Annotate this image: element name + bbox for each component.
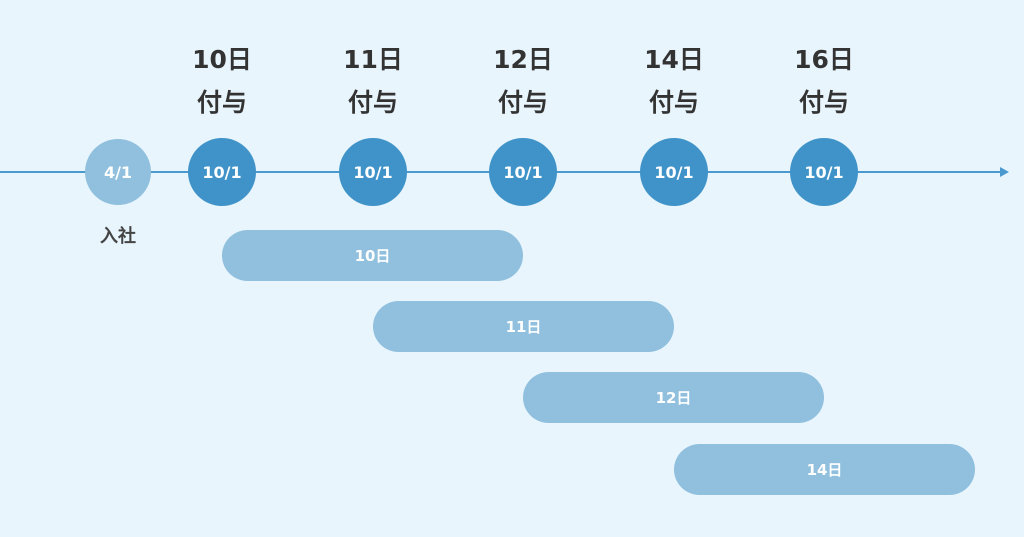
grant-heading: 14日付与: [644, 45, 704, 117]
validity-bar: 14日: [674, 444, 975, 495]
grant-date-node: 10/1: [489, 138, 557, 206]
grant-heading: 10日付与: [192, 45, 252, 117]
validity-bar: 12日: [523, 372, 824, 423]
grant-heading: 16日付与: [794, 45, 854, 117]
arrow-head-icon: [1000, 167, 1009, 177]
validity-bar: 11日: [373, 301, 674, 352]
grant-heading: 12日付与: [493, 45, 553, 117]
grant-date-node: 10/1: [790, 138, 858, 206]
hire-date-node: 4/1: [85, 139, 151, 205]
grant-date-node: 10/1: [339, 138, 407, 206]
validity-bar: 10日: [222, 230, 523, 281]
grant-date-node: 10/1: [640, 138, 708, 206]
grant-heading: 11日付与: [343, 45, 403, 117]
hire-label: 入社: [100, 226, 136, 247]
grant-date-node: 10/1: [188, 138, 256, 206]
